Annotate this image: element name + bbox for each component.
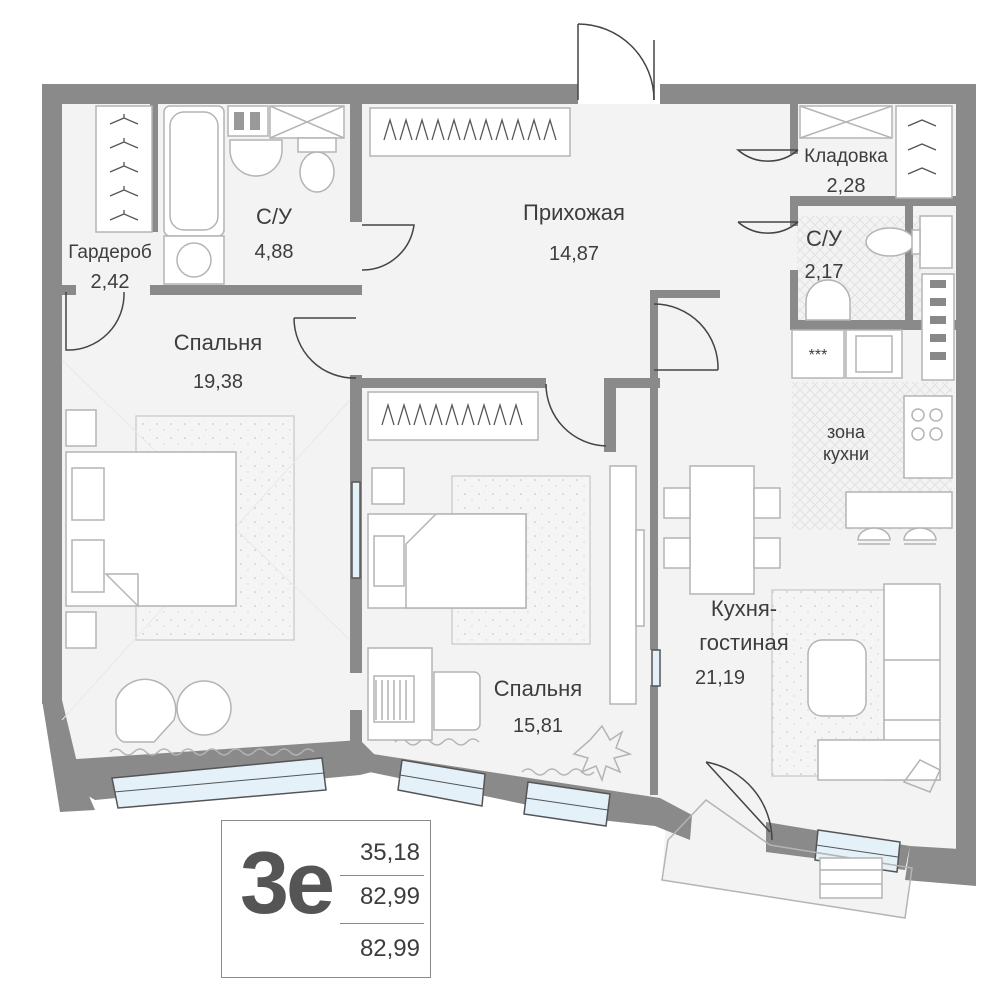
wardrobe-rack-bedroom2 [367, 391, 539, 441]
room-name-bathroom2: С/У [806, 226, 843, 251]
room-area-bedroom2: 15,81 [513, 715, 563, 737]
bedroom2-cabinet [609, 465, 645, 705]
apartment-legend: 3е 35,18 82,99 82,99 [221, 820, 431, 978]
bathroom1-fixtures [163, 105, 345, 285]
curtain-bedroom1 [109, 748, 315, 756]
wardrobe-rack-storage [799, 105, 953, 199]
room-name-bathroom1: С/У [256, 204, 293, 229]
room-name-kitchen-living-1: Кухня- [711, 596, 777, 621]
kitchen-zone-line1: зона [827, 422, 866, 442]
room-area-bedroom1: 19,38 [193, 371, 243, 393]
room-area-bathroom1: 4,88 [255, 241, 294, 263]
living-area-value: 35,18 [359, 839, 420, 866]
living-furniture [771, 583, 941, 793]
room-area-wardrobe: 2,42 [91, 271, 130, 293]
room-area-hallway: 14,87 [549, 243, 599, 265]
total-area-value-2: 82,99 [359, 935, 420, 962]
kitchen-fixtures [791, 329, 953, 545]
curtain-bedroom2-left [394, 738, 480, 746]
doors [65, 23, 799, 841]
total-area-value: 82,99 [359, 883, 420, 910]
wardrobe-rack-hall [369, 107, 571, 157]
balcony [661, 799, 913, 919]
room-name-bedroom1: Спальня [174, 330, 262, 355]
dining-set [663, 465, 781, 595]
cooktop-mark: *** [809, 347, 828, 364]
room-area-storage: 2,28 [827, 175, 866, 197]
bathroom2-fixtures [805, 215, 955, 381]
room-area-kitchen-living: 21,19 [695, 667, 745, 689]
room-name-hallway: Прихожая [523, 200, 625, 225]
bedroom2-furniture [367, 467, 633, 783]
room-name-bedroom2: Спальня [494, 676, 582, 701]
room-name-storage: Кладовка [804, 146, 888, 167]
room-labels: Гардероб 2,42 С/У 4,88 Прихожая 14,87 Кл… [68, 146, 888, 737]
kitchen-zone-line2: кухни [823, 444, 869, 464]
room-name-kitchen-living-2: гостиная [699, 630, 788, 655]
room-name-wardrobe: Гардероб [68, 242, 152, 263]
apartment-type: 3е [240, 833, 335, 932]
room-area-bathroom2: 2,17 [805, 261, 844, 283]
legend-divider-1 [340, 875, 424, 876]
legend-divider-2 [340, 923, 424, 924]
bedroom1-furniture [61, 359, 351, 743]
wardrobe-rack-left [95, 105, 153, 233]
